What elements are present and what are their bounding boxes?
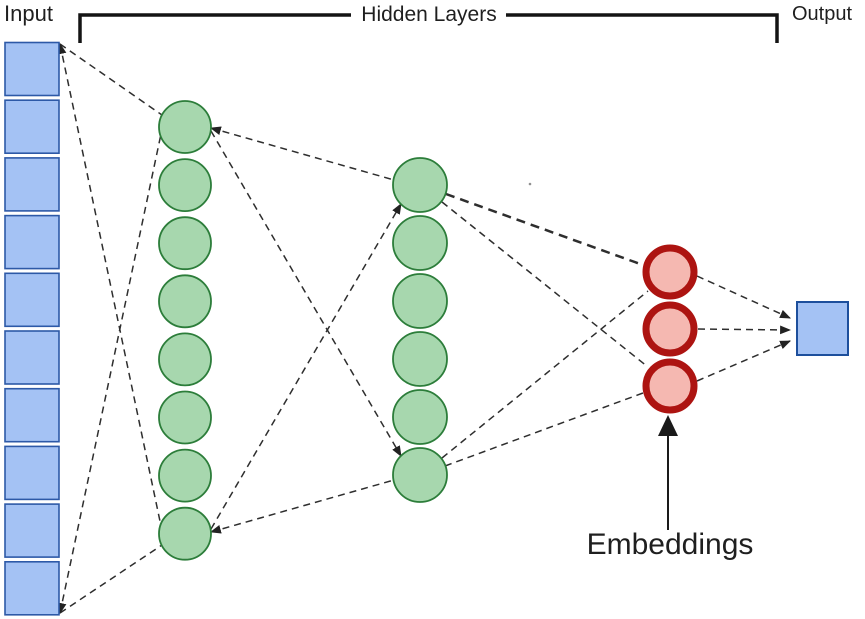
edge-2 (57, 42, 162, 527)
edge-6 (210, 130, 402, 457)
hidden-layer-2-node-2 (392, 215, 448, 271)
pointer-arrowhead-icon (658, 415, 678, 436)
input-label: Input (4, 1, 53, 26)
edge-10 (441, 201, 649, 368)
output-layer-node-1 (796, 301, 849, 356)
edge-7 (210, 203, 402, 530)
output-label: Output (792, 3, 853, 25)
input-layer-node-5 (4, 272, 60, 328)
embeddings-layer-node-1 (642, 244, 698, 300)
hidden-layer-1-node-4 (158, 274, 212, 329)
hidden-layer-2-node-6 (392, 447, 448, 503)
hidden-layers-label: Hidden Layers (361, 3, 497, 26)
edge-13 (696, 275, 792, 319)
hidden-layer-2-node-3 (392, 273, 448, 329)
hidden-layers-bracket (78, 13, 779, 43)
input-layer-node-4 (4, 214, 60, 270)
hidden-layer-1-node-3 (158, 216, 212, 271)
input-layer-node-7 (4, 387, 60, 443)
input-layer-node-6 (4, 330, 60, 385)
hidden-layer-1-node-7 (158, 448, 212, 503)
hidden-layer-2-node-4 (392, 331, 448, 387)
hidden-layer-1-node-6 (158, 390, 212, 445)
bracket-right-segment (506, 13, 779, 43)
edge-8 (209, 479, 395, 534)
embeddings-pointer-arrow (658, 415, 678, 530)
layer-nodes (4, 41, 849, 616)
bracket-left-segment (78, 13, 351, 43)
edge-1 (59, 43, 163, 116)
input-layer-node-9 (4, 503, 60, 558)
edge-5 (209, 126, 395, 181)
embeddings-layer-node-2 (642, 301, 698, 357)
hidden-layer-1-node-1 (158, 100, 212, 154)
edge-12 (444, 392, 644, 467)
input-layer-node-1 (4, 41, 60, 97)
hidden-layer-1-node-5 (158, 332, 212, 387)
edge-3 (59, 544, 163, 614)
edge-14 (697, 325, 792, 335)
stray-dot (528, 182, 532, 186)
edge-15 (696, 340, 792, 382)
connection-edges (57, 42, 792, 615)
edge-11 (441, 290, 649, 459)
hidden-layer-2-node-5 (392, 389, 448, 445)
embeddings-layer-node-3 (642, 358, 698, 414)
input-layer-node-10 (4, 560, 60, 616)
hidden-layer-1-node-8 (158, 506, 212, 561)
edge-9 (445, 192, 644, 267)
input-layer-node-2 (4, 99, 60, 154)
edge-4 (57, 133, 162, 615)
input-layer-node-8 (4, 445, 60, 501)
input-layer-node-3 (4, 157, 60, 212)
embeddings-label: Embeddings (586, 528, 754, 561)
hidden-layer-2-node-1 (392, 157, 448, 213)
hidden-layer-1-node-2 (158, 158, 212, 213)
